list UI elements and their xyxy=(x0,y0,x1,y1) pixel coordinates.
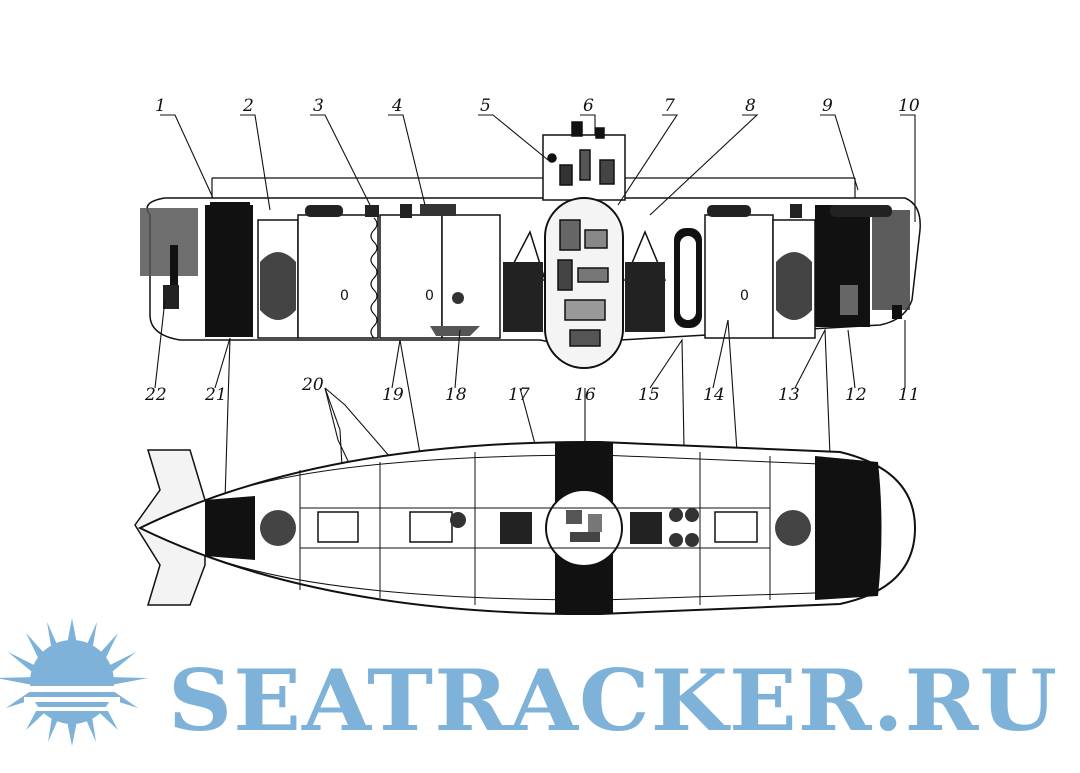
battery-bank-fwd xyxy=(623,230,667,332)
callout-20: 20 xyxy=(301,375,324,395)
callout-1: 1 xyxy=(155,96,166,116)
callout-10: 10 xyxy=(898,96,920,116)
svg-text:0: 0 xyxy=(340,288,349,304)
leader-lines-top xyxy=(160,114,916,222)
callout-19: 19 xyxy=(382,385,404,405)
callout-6: 6 xyxy=(583,96,594,116)
battery-bank-aft xyxy=(503,230,547,332)
callout-12: 12 xyxy=(845,385,867,405)
callout-21: 21 xyxy=(204,385,227,405)
callout-5: 5 xyxy=(480,96,491,116)
sun-icon xyxy=(0,618,148,746)
callout-8: 8 xyxy=(745,96,756,116)
callout-2: 2 xyxy=(242,96,254,116)
callout-15: 15 xyxy=(638,385,660,405)
callouts-top: 1 2 3 4 5 6 7 8 9 10 xyxy=(155,96,920,116)
callout-22: 22 xyxy=(144,385,167,405)
plan-view xyxy=(134,440,917,616)
watermark-text: SEATRACKER.RU xyxy=(168,651,1058,750)
callouts-bottom: 22 21 20 19 18 17 16 15 14 13 12 11 xyxy=(144,375,920,405)
callout-9: 9 xyxy=(822,96,833,116)
callout-7: 7 xyxy=(664,96,675,116)
callout-18: 18 xyxy=(445,385,467,405)
callout-14: 14 xyxy=(703,385,725,405)
callout-4: 4 xyxy=(391,96,403,116)
svg-text:0: 0 xyxy=(425,288,434,304)
watermark-logo: SEATRACKER.RU xyxy=(0,618,1058,750)
callout-3: 3 xyxy=(313,96,324,116)
callout-17: 17 xyxy=(508,385,530,405)
callout-11: 11 xyxy=(898,385,920,405)
svg-text:0: 0 xyxy=(740,288,749,304)
side-view: 0 0 0 xyxy=(140,121,921,369)
callout-16: 16 xyxy=(574,385,596,405)
callout-13: 13 xyxy=(778,385,800,405)
